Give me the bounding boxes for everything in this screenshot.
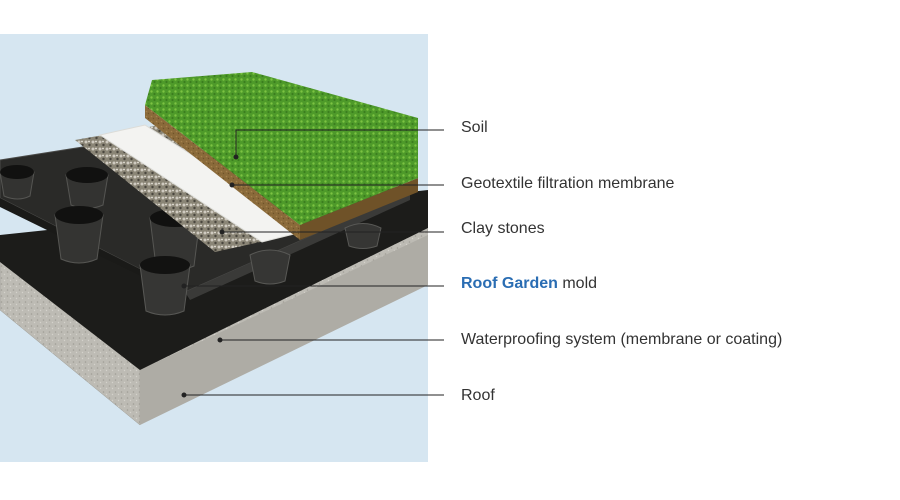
soil-layer xyxy=(145,105,418,240)
label-roof: Roof xyxy=(461,387,495,404)
label-clay-stones: Clay stones xyxy=(461,220,545,237)
mold-cup xyxy=(0,165,35,200)
leader-dot-roof xyxy=(181,392,187,398)
leader-dot-waterproofing xyxy=(217,337,223,343)
label-waterproofing: Waterproofing system (membrane or coatin… xyxy=(461,331,783,348)
label-geotextile: Geotextile filtration membrane xyxy=(461,175,675,192)
label-soil: Soil xyxy=(461,119,488,136)
leader-line-soil xyxy=(235,129,444,157)
brand-name: Roof Garden xyxy=(461,275,558,292)
leader-dot-soil xyxy=(233,154,239,160)
mold-cup xyxy=(54,206,104,264)
mold-cup xyxy=(344,223,382,249)
leader-dot-geotextile xyxy=(229,182,235,188)
mold-cup xyxy=(249,249,291,285)
leader-dot-mold xyxy=(181,283,187,289)
label-roof-garden-mold: Roof Garden mold xyxy=(461,274,597,294)
mold-cup xyxy=(139,256,191,316)
grass-layer xyxy=(145,72,418,225)
leader-dot-clay xyxy=(219,229,225,235)
mold-cup xyxy=(65,167,109,209)
label-mold-suffix: mold xyxy=(557,275,598,292)
